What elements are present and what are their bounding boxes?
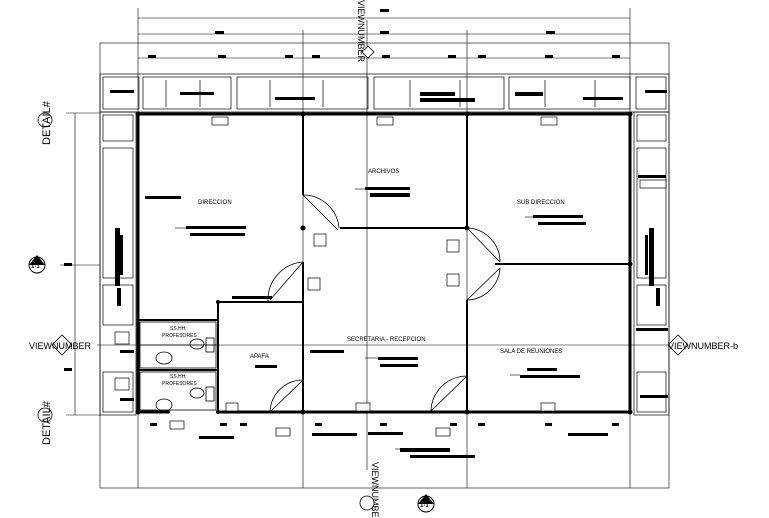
room-label-sshh-1-line1: SS.HH. [170, 326, 187, 332]
room-label-apafa: APAFA [250, 354, 269, 360]
svg-text:1-1: 1-1 [420, 503, 429, 509]
toilet-fixtures [139, 321, 217, 412]
tag-boxes [114, 116, 667, 437]
door-swings [267, 194, 501, 413]
svg-text:VIEWNUMBER: VIEWNUMBER [356, 0, 366, 63]
svg-text:VIEWNUMBER: VIEWNUMBER [29, 341, 92, 351]
section-marker-bottom: 1-1 [417, 494, 435, 513]
svg-text:DETAIL#: DETAIL# [41, 400, 53, 445]
room-label-subdireccion: SUB DIRECCION [517, 200, 565, 206]
svg-text:DETAIL#: DETAIL# [41, 100, 53, 145]
view-marker-top: VIEWNUMBER [356, 0, 375, 63]
top-window-band [99, 73, 670, 113]
room-labels: DIRECCION ARCHIVOS SUB DIRECCION SECRETA… [162, 169, 565, 387]
frame-lines [60, 8, 672, 489]
room-label-sshh-2-line2: PROFESORES [162, 381, 197, 387]
annotation-bars [110, 90, 668, 458]
view-marker-left: VIEWNUMBER [29, 334, 92, 356]
room-label-archivos: ARCHIVOS [368, 169, 399, 175]
view-marker-bottom: VIEWNUMBER [359, 462, 380, 518]
room-label-direccion: DIRECCION [198, 200, 232, 206]
detail-marker-bottom: DETAIL# [37, 400, 53, 445]
detail-marker-top: DETAIL# [37, 100, 53, 145]
svg-text:VIEWNUMBER: VIEWNUMBER [370, 462, 380, 518]
dimension-ticks [64, 9, 620, 426]
interior-walls [138, 114, 630, 412]
room-label-secretaria: SECRETARIA - RECEPCION [347, 337, 426, 343]
room-label-sshh-1-line2: PROFESORES [162, 333, 197, 339]
view-marker-right: VIEWNUMBER-b [667, 334, 738, 356]
room-label-sala-reuniones: SALA DE REUNIONES [500, 349, 562, 355]
side-window-hatch [115, 228, 660, 306]
section-marker-left: 1-1 [28, 255, 46, 274]
svg-text:1-1: 1-1 [31, 264, 40, 270]
leader-lines [175, 188, 533, 450]
wall-joint-marks [135, 111, 633, 415]
svg-text:VIEWNUMBER-b: VIEWNUMBER-b [668, 341, 738, 351]
room-label-sshh-2-line1: SS.HH. [170, 374, 187, 380]
